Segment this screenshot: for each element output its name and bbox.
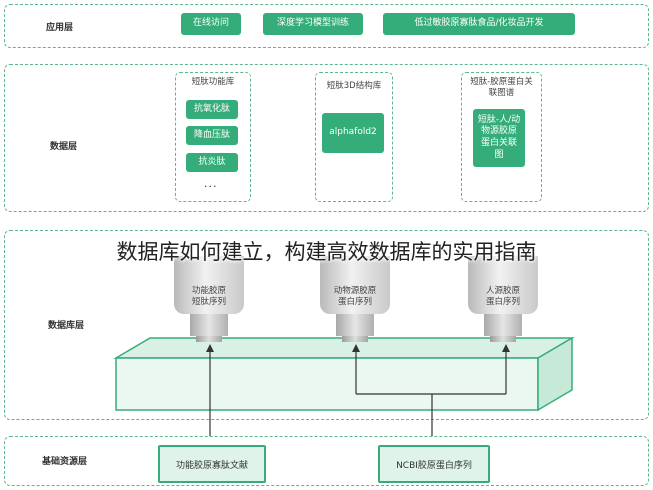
application-layer-label: 应用层 xyxy=(46,23,74,33)
peptide-function-library-title: 短肽功能库 xyxy=(191,77,235,87)
database-layer-label: 数据库层 xyxy=(48,321,85,331)
data-layer-label: 数据层 xyxy=(50,142,78,152)
application-layer xyxy=(4,4,649,48)
ncbi-collagen-sequence-source: NCBI胶原蛋白序列 xyxy=(378,445,490,483)
online-access-button[interactable]: 在线访问 xyxy=(181,13,241,35)
antihypertensive-peptide-button[interactable]: 降血压肽 xyxy=(186,126,238,145)
data-layer xyxy=(4,64,649,212)
functional-peptide-sequence-db: 功能胶原短肽序列 xyxy=(174,256,244,342)
animal-collagen-sequence-db: 动物源胶原蛋白序列 xyxy=(320,256,390,342)
peptide-3d-structure-library: 短肽3D结构库 xyxy=(315,72,393,202)
human-collagen-sequence-db: 人源胶原蛋白序列 xyxy=(468,256,538,342)
antioxidant-peptide-button[interactable]: 抗氧化肽 xyxy=(186,100,238,119)
platform-front-face xyxy=(115,357,539,411)
low-allergy-product-button[interactable]: 低过敏胶原寡肽食品/化妆品开发 xyxy=(383,13,575,35)
peptide-function-library: 短肽功能库 xyxy=(175,72,251,202)
anti-inflammatory-peptide-button[interactable]: 抗炎肽 xyxy=(186,153,238,172)
peptide-3d-structure-library-title: 短肽3D结构库 xyxy=(326,81,382,91)
connector-literature-arrow xyxy=(206,344,214,352)
overlay-title: 数据库如何建立，构建高效数据库的实用指南 xyxy=(116,240,537,264)
animal-collagen-sequence-label: 动物源胶原蛋白序列 xyxy=(333,286,377,308)
peptide-collagen-relation-map: 短肽-胶原蛋白关联图谱 xyxy=(461,72,542,202)
collagen-peptide-literature-source: 功能胶原寡肽文献 xyxy=(158,445,266,483)
connector-ncbi-right-arrow xyxy=(502,344,510,352)
resource-layer xyxy=(4,436,649,486)
more-ellipsis: ... xyxy=(204,177,218,190)
human-collagen-sequence-label: 人源胶原蛋白序列 xyxy=(485,286,520,308)
connector-ncbi-left-arrow xyxy=(352,344,360,352)
peptide-collagen-relation-map-title: 短肽-胶原蛋白关联图谱 xyxy=(470,77,533,99)
resource-layer-label: 基础资源层 xyxy=(42,457,88,467)
deep-learning-training-button[interactable]: 深度学习模型训练 xyxy=(263,13,363,35)
platform-side-face xyxy=(537,336,573,412)
alphafold2-button[interactable]: alphafold2 xyxy=(322,113,384,153)
functional-peptide-sequence-label: 功能胶原短肽序列 xyxy=(191,286,226,308)
peptide-collagen-relation-button[interactable]: 短肽-人/动物源胶原蛋白关联图 xyxy=(473,109,525,167)
database-layer xyxy=(4,230,649,420)
